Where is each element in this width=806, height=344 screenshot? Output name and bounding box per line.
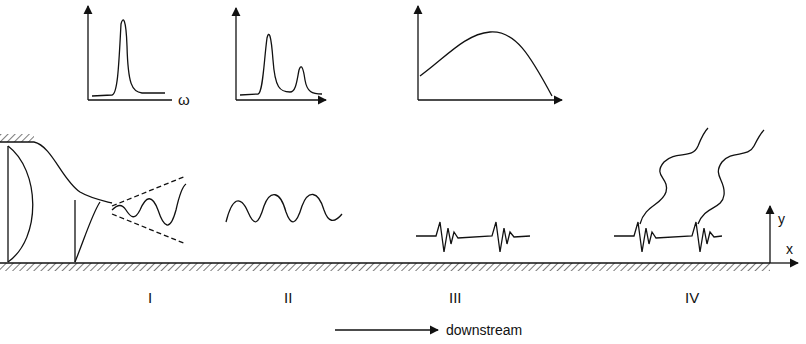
axis-label: ω: [178, 92, 190, 107]
y-axis: [769, 206, 770, 263]
axis-label: x: [786, 242, 793, 256]
ts-wave: [112, 176, 186, 244]
region-numeral: IV: [685, 290, 699, 305]
spectrum-plot: [88, 6, 172, 100]
region-numeral: III: [449, 290, 462, 305]
spectrum-plot: [236, 8, 326, 100]
nozzle-contour: [0, 142, 112, 203]
direction-arrow: [335, 329, 438, 330]
velocity-profile: [8, 146, 33, 262]
wall: [0, 262, 770, 263]
wall-hatching: [0, 134, 34, 142]
velocity-profile: [7, 146, 8, 262]
direction-label: downstream: [446, 323, 522, 337]
spike-signal: [614, 222, 722, 252]
axis-label: y: [778, 212, 785, 226]
x-axis: [770, 262, 798, 263]
turbulent-spot-edge: [640, 128, 708, 224]
region-numeral: II: [284, 290, 292, 305]
nonlinear-wave: [226, 194, 342, 222]
wall-hatching: [0, 263, 770, 271]
turbulent-spot-edge: [698, 130, 764, 224]
velocity-profile: [74, 200, 75, 262]
region-numeral: I: [148, 290, 152, 305]
spike-signal: [416, 222, 530, 252]
spectrum-plot: [418, 6, 562, 100]
velocity-profile: [75, 202, 100, 262]
